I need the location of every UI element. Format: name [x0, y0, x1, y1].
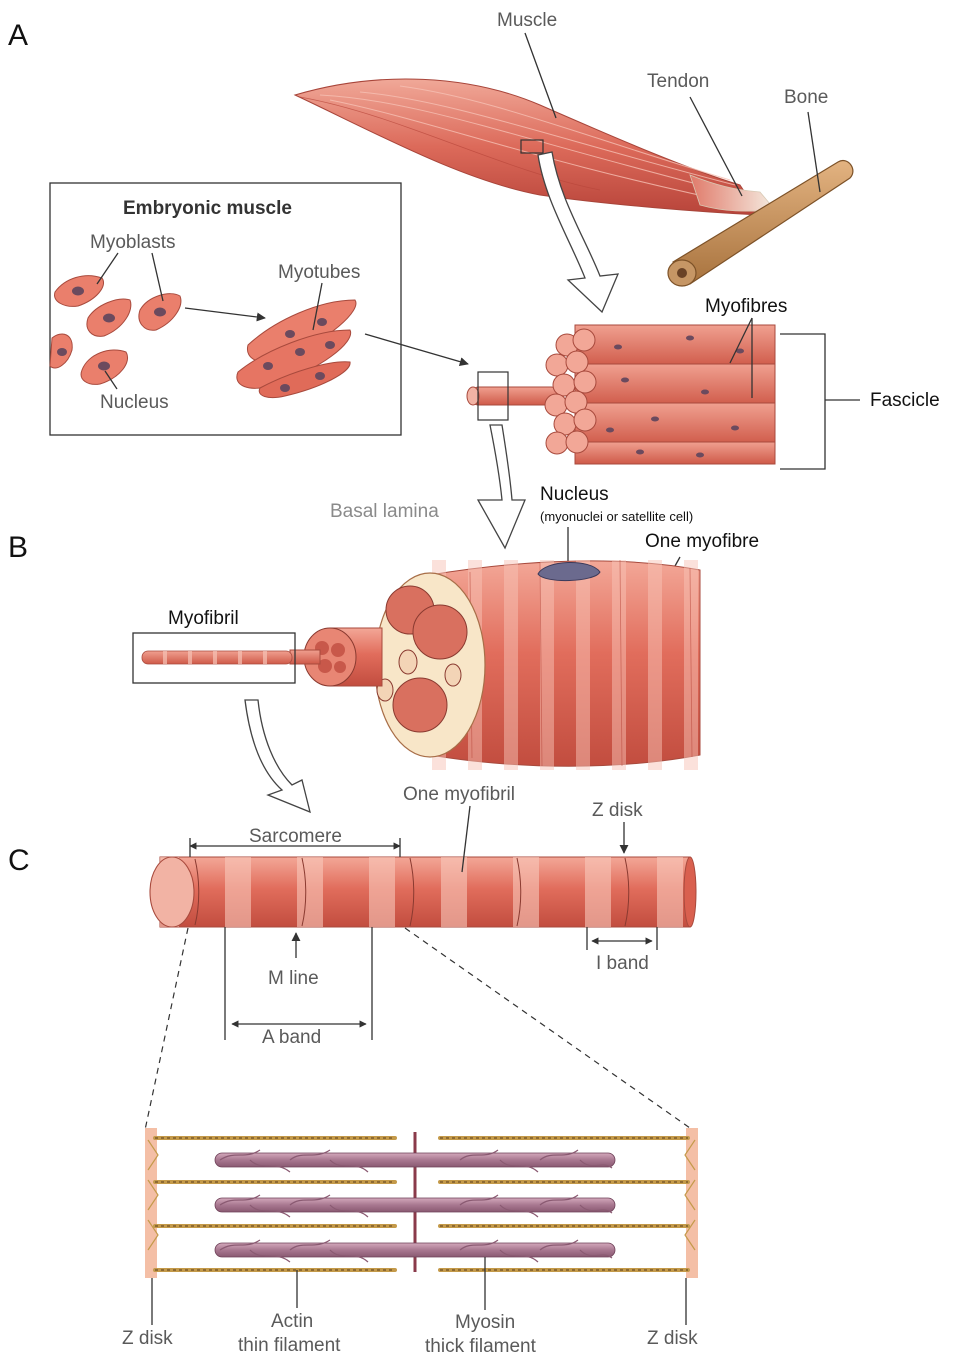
- label-nucleus-embryo: Nucleus: [100, 392, 169, 413]
- label-myofibril: Myofibril: [168, 608, 239, 629]
- label-basal-lamina: Basal lamina: [330, 501, 439, 522]
- label-one-myofibre: One myofibre: [645, 531, 759, 552]
- zoom-arrow-myofibril: [245, 700, 310, 812]
- label-nucleus-b-note: (myonuclei or satellite cell): [540, 509, 693, 524]
- label-one-myofibril: One myofibril: [403, 784, 515, 805]
- label-nucleus-b: Nucleus: [540, 484, 609, 505]
- panel-label-a: A: [8, 19, 28, 52]
- fascicle-bracket: [780, 334, 860, 469]
- panel-label-c: C: [8, 844, 30, 877]
- label-a-band: A band: [262, 1027, 321, 1048]
- label-z-disk-top: Z disk: [592, 800, 643, 821]
- label-myosin-line2: thick filament: [425, 1336, 537, 1357]
- label-bone: Bone: [784, 87, 828, 108]
- label-fascicle: Fascicle: [870, 390, 940, 411]
- label-myotubes: Myotubes: [278, 262, 360, 283]
- label-z-disk-left: Z disk: [122, 1328, 173, 1349]
- zoom-dash-left: [145, 928, 188, 1130]
- label-myofibres: Myofibres: [705, 296, 787, 317]
- embryonic-muscle-title: Embryonic muscle: [123, 198, 292, 219]
- label-i-band: I band: [596, 953, 649, 974]
- label-tendon: Tendon: [647, 71, 709, 92]
- label-actin-line1: Actin: [271, 1311, 313, 1332]
- tendon: [690, 175, 775, 211]
- myofibril-thin: [142, 651, 292, 664]
- label-myoblasts: Myoblasts: [90, 232, 176, 253]
- zoom-arrow-fibre: [478, 425, 525, 548]
- label-z-disk-right: Z disk: [647, 1328, 698, 1349]
- myofibril-mid-cylinder: [290, 628, 382, 686]
- label-myosin-line1: Myosin: [455, 1312, 515, 1333]
- label-actin-line2: thin filament: [238, 1335, 341, 1356]
- label-sarcomere: Sarcomere: [249, 826, 342, 847]
- label-muscle: Muscle: [497, 10, 557, 31]
- sarcomere-detail: [145, 1128, 698, 1278]
- panel-label-b: B: [8, 531, 28, 564]
- label-m-line: M line: [268, 968, 319, 989]
- one-myofibril-cylinder: [150, 857, 696, 927]
- fascicle-bundle: [467, 325, 775, 464]
